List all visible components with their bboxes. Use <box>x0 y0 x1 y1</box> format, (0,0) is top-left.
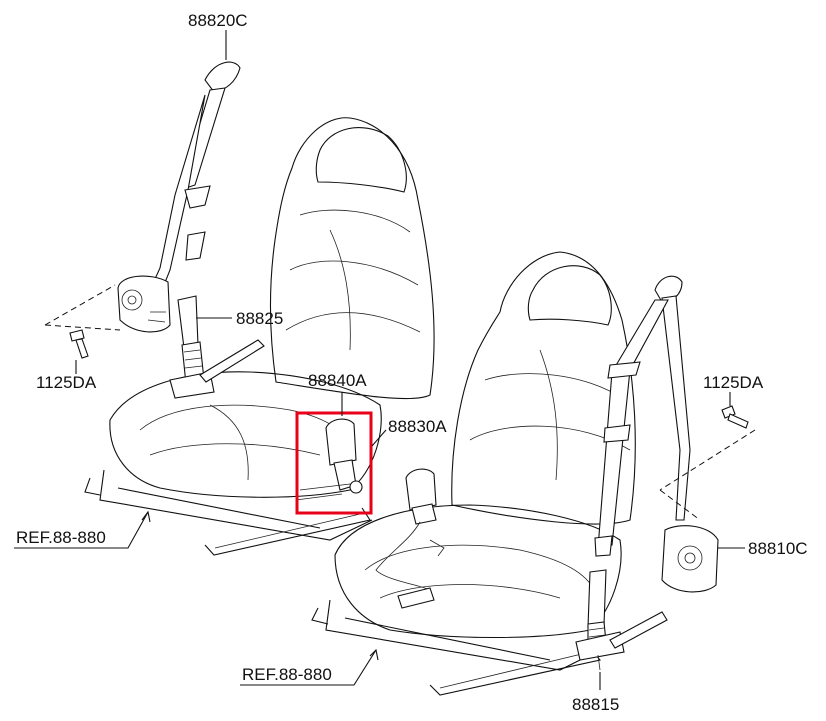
label-ref-right: REF.88-880 <box>242 665 332 684</box>
label-88825: 88825 <box>236 309 283 328</box>
leader-lines <box>14 30 745 690</box>
buckle-stalk-88825-part <box>169 295 265 399</box>
label-ref-left: REF.88-880 <box>16 528 106 547</box>
buckle-88830A-part <box>375 468 445 609</box>
label-88820C: 88820C <box>188 11 248 30</box>
buckle-88840A-part <box>295 418 363 501</box>
buckle-stalk-88815-part <box>575 569 668 671</box>
bolt-right-part <box>659 405 756 521</box>
label-88810C: 88810C <box>748 539 808 558</box>
bolt-left-part <box>44 284 121 359</box>
label-88840A: 88840A <box>308 371 367 390</box>
retractor-88810C-part <box>594 275 719 593</box>
label-1125DA-right: 1125DA <box>703 373 764 392</box>
right-seat <box>311 251 636 696</box>
buckle-88840A-highlight-box <box>295 411 373 515</box>
label-88815: 88815 <box>572 695 619 714</box>
label-88830A: 88830A <box>388 417 447 436</box>
label-1125DA-left: 1125DA <box>36 373 97 392</box>
left-seat <box>84 117 435 556</box>
retractor-88820C-part <box>117 61 241 333</box>
